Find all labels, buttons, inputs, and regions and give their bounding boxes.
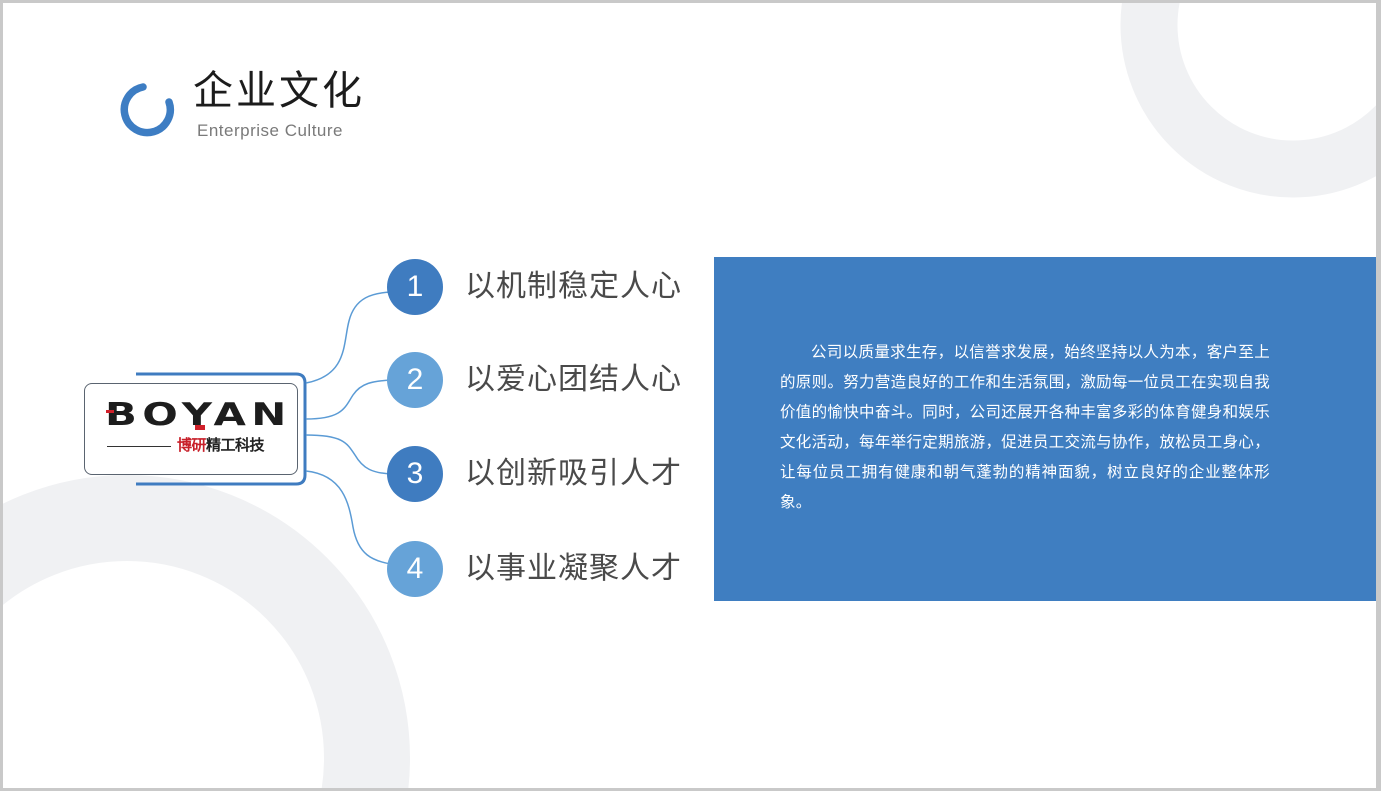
background-rings-decoration xyxy=(3,3,1376,788)
item-4-number-badge: 4 xyxy=(387,541,443,597)
logo-accent-bar xyxy=(195,425,205,430)
logo-name-dark: 精工科技 xyxy=(206,436,265,454)
item-1-label: 以机制稳定人心 xyxy=(465,269,682,304)
item-1-number-badge: 1 xyxy=(387,259,443,315)
item-2-number-badge: 2 xyxy=(387,352,443,408)
bottom-left-ring xyxy=(3,475,410,788)
item-3-number-badge: 3 xyxy=(387,446,443,502)
logo-company-name: 博研精工科技 xyxy=(177,434,265,456)
slide: 企业文化 Enterprise Culture BOYAN 博研精工科技 1 以… xyxy=(3,3,1376,788)
logo-divider xyxy=(107,446,171,447)
logo-accent-bar xyxy=(106,410,114,413)
item-2-label: 以爱心团结人心 xyxy=(465,362,682,397)
company-logo: BOYAN 博研精工科技 xyxy=(84,383,298,475)
page-subtitle: Enterprise Culture xyxy=(197,121,344,140)
item-3-label: 以创新吸引人才 xyxy=(465,456,682,491)
mindmap-connectors xyxy=(136,291,392,565)
top-right-ring xyxy=(1120,3,1376,198)
arc-ring-icon xyxy=(120,83,175,137)
description-panel: 公司以质量求生存，以信誉求发展，始终坚持以人为本，客户至上的原则。努力营造良好的… xyxy=(714,257,1376,601)
item-4-label: 以事业凝聚人才 xyxy=(465,551,682,586)
description-text: 公司以质量求生存，以信誉求发展，始终坚持以人为本，客户至上的原则。努力营造良好的… xyxy=(780,343,1270,511)
page-title: 企业文化 xyxy=(193,68,365,114)
logo-name-red: 博研 xyxy=(177,436,207,454)
